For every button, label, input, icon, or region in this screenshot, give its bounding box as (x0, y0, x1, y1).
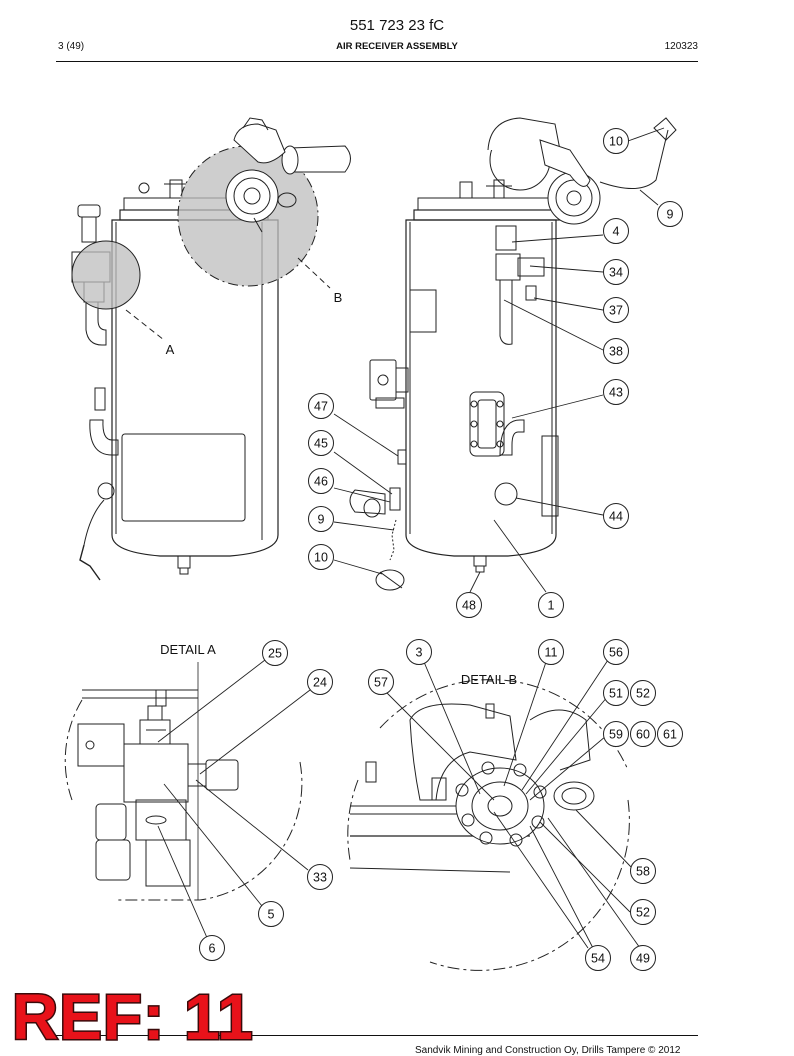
callout-52b: 52 (630, 899, 656, 925)
callout-24: 24 (307, 669, 333, 695)
svg-text:61: 61 (663, 728, 677, 742)
callout-60: 60 (630, 721, 656, 747)
callout-1: 1 (538, 592, 564, 618)
svg-text:54: 54 (591, 952, 605, 966)
svg-text:57: 57 (374, 676, 388, 690)
callout-11: 11 (538, 639, 564, 665)
detail-a-label: DETAIL A (160, 642, 216, 657)
svg-text:46: 46 (314, 475, 328, 489)
callout-6: 6 (199, 935, 225, 961)
tank-right-view (349, 117, 677, 591)
callout-38: 38 (603, 338, 629, 364)
callout-54: 54 (585, 945, 611, 971)
header-rule (56, 61, 698, 62)
svg-text:9: 9 (318, 513, 325, 527)
svg-text:10: 10 (314, 551, 328, 565)
callout-25: 25 (262, 640, 288, 666)
page-title: AIR RECEIVER ASSEMBLY (336, 41, 458, 52)
callouts: 10 9 4 34 37 38 43 44 47 45 46 9 10 48 1… (199, 128, 683, 971)
svg-text:24: 24 (313, 676, 327, 690)
callout-37: 37 (603, 297, 629, 323)
callout-43: 43 (603, 379, 629, 405)
detail-b-label: DETAIL B (461, 672, 517, 687)
svg-text:43: 43 (609, 386, 623, 400)
svg-text:6: 6 (209, 942, 216, 956)
svg-text:44: 44 (609, 510, 623, 524)
svg-text:33: 33 (313, 871, 327, 885)
callout-61: 61 (657, 721, 683, 747)
callout-58: 58 (630, 858, 656, 884)
date-code: 120323 (664, 41, 698, 52)
view-labels: A B DETAIL A DETAIL B (160, 290, 517, 687)
page-number: 3 (49) (58, 41, 85, 52)
callout-4: 4 (603, 218, 629, 244)
footer-copyright: Sandvik Mining and Construction Oy, Dril… (415, 1045, 681, 1056)
svg-text:5: 5 (268, 908, 275, 922)
svg-text:37: 37 (609, 304, 623, 318)
svg-text:10: 10 (609, 135, 623, 149)
callout-51: 51 (603, 680, 629, 706)
callout-34: 34 (603, 259, 629, 285)
svg-text:3: 3 (416, 646, 423, 660)
svg-text:58: 58 (636, 865, 650, 879)
svg-text:25: 25 (268, 647, 282, 661)
leader-lines-main (333, 127, 665, 593)
callout-56: 56 (603, 639, 629, 665)
svg-text:51: 51 (609, 687, 623, 701)
tank-left-view (71, 117, 351, 581)
detail-letter-b: B (334, 290, 343, 305)
svg-text:1: 1 (548, 599, 555, 613)
svg-text:48: 48 (462, 599, 476, 613)
svg-text:47: 47 (314, 400, 328, 414)
callout-10b: 10 (308, 544, 334, 570)
callout-33: 33 (307, 864, 333, 890)
callout-52a: 52 (630, 680, 656, 706)
svg-text:4: 4 (613, 225, 620, 239)
callout-57: 57 (368, 669, 394, 695)
svg-text:38: 38 (609, 345, 623, 359)
svg-text:11: 11 (545, 646, 558, 660)
ref-stamp: REF: 11 (11, 981, 255, 1053)
detail-a-view (64, 662, 303, 901)
callout-9a: 9 (657, 201, 683, 227)
svg-text:59: 59 (609, 728, 623, 742)
svg-text:45: 45 (314, 437, 328, 451)
callout-5: 5 (258, 901, 284, 927)
svg-text:34: 34 (609, 266, 623, 280)
callout-59: 59 (603, 721, 629, 747)
callout-49: 49 (630, 945, 656, 971)
callout-48: 48 (456, 592, 482, 618)
leader-lines-detail-a (157, 659, 311, 941)
callout-9b: 9 (308, 506, 334, 532)
document-number: 551 723 23 fC (349, 17, 445, 34)
callout-45: 45 (308, 430, 334, 456)
svg-text:52: 52 (636, 687, 650, 701)
callout-3: 3 (406, 639, 432, 665)
footer-rule (56, 1035, 698, 1036)
callout-46: 46 (308, 468, 334, 494)
leader-lines-detail-b (383, 659, 641, 951)
callout-44: 44 (603, 503, 629, 529)
callout-47: 47 (308, 393, 334, 419)
svg-text:9: 9 (667, 208, 674, 222)
detail-letter-a: A (166, 342, 175, 357)
svg-text:56: 56 (609, 646, 623, 660)
svg-text:52: 52 (636, 906, 650, 920)
svg-text:49: 49 (636, 952, 650, 966)
svg-text:60: 60 (636, 728, 650, 742)
callout-10a: 10 (603, 128, 629, 154)
detail-b-view (347, 679, 630, 971)
